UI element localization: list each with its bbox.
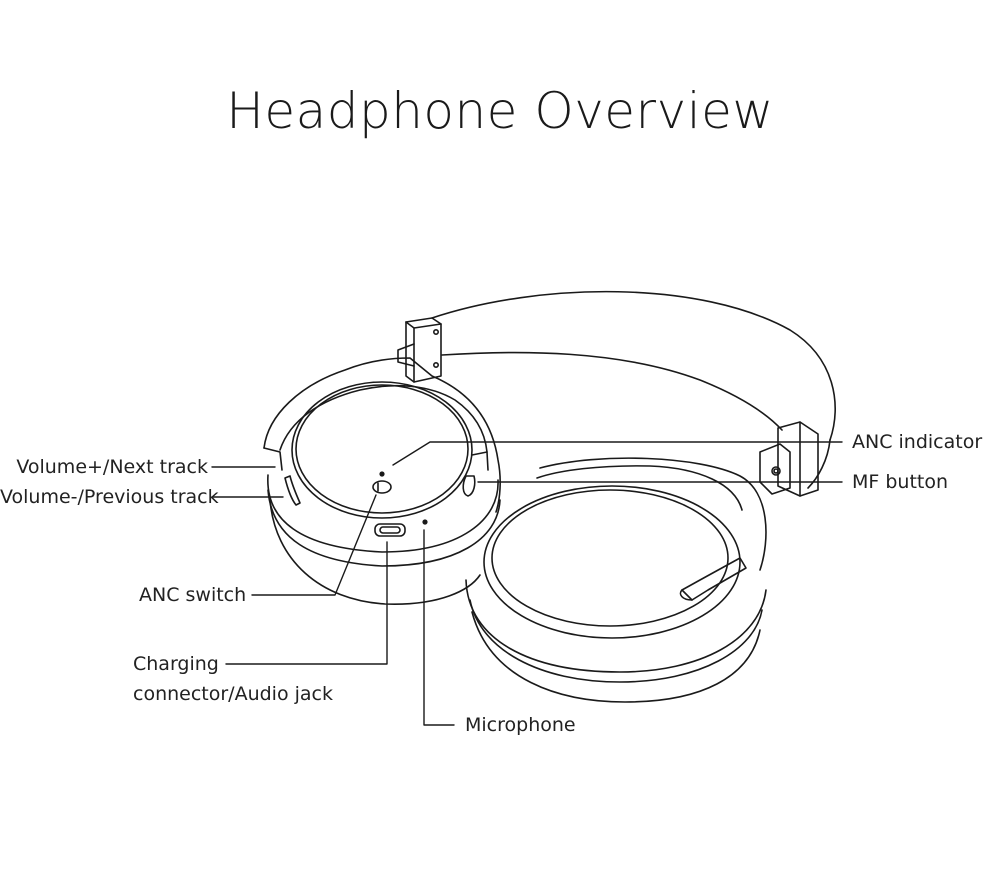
label-mf-button: MF button [852, 471, 949, 493]
leader-lines [211, 441, 843, 726]
label-charging-line1: Charging [133, 653, 219, 675]
label-microphone: Microphone [465, 714, 576, 736]
left-earcup [263, 357, 501, 605]
label-volume-up: Volume+/Next track [16, 456, 208, 478]
right-earcup [465, 457, 767, 703]
label-volume-down: Volume-/Previous track [0, 486, 219, 508]
label-charging-line2: connector/Audio jack [133, 683, 333, 705]
label-anc-indicator: ANC indicator [852, 431, 983, 453]
label-anc-switch: ANC switch [139, 584, 247, 606]
page-title: Headphone Overview [226, 82, 774, 140]
